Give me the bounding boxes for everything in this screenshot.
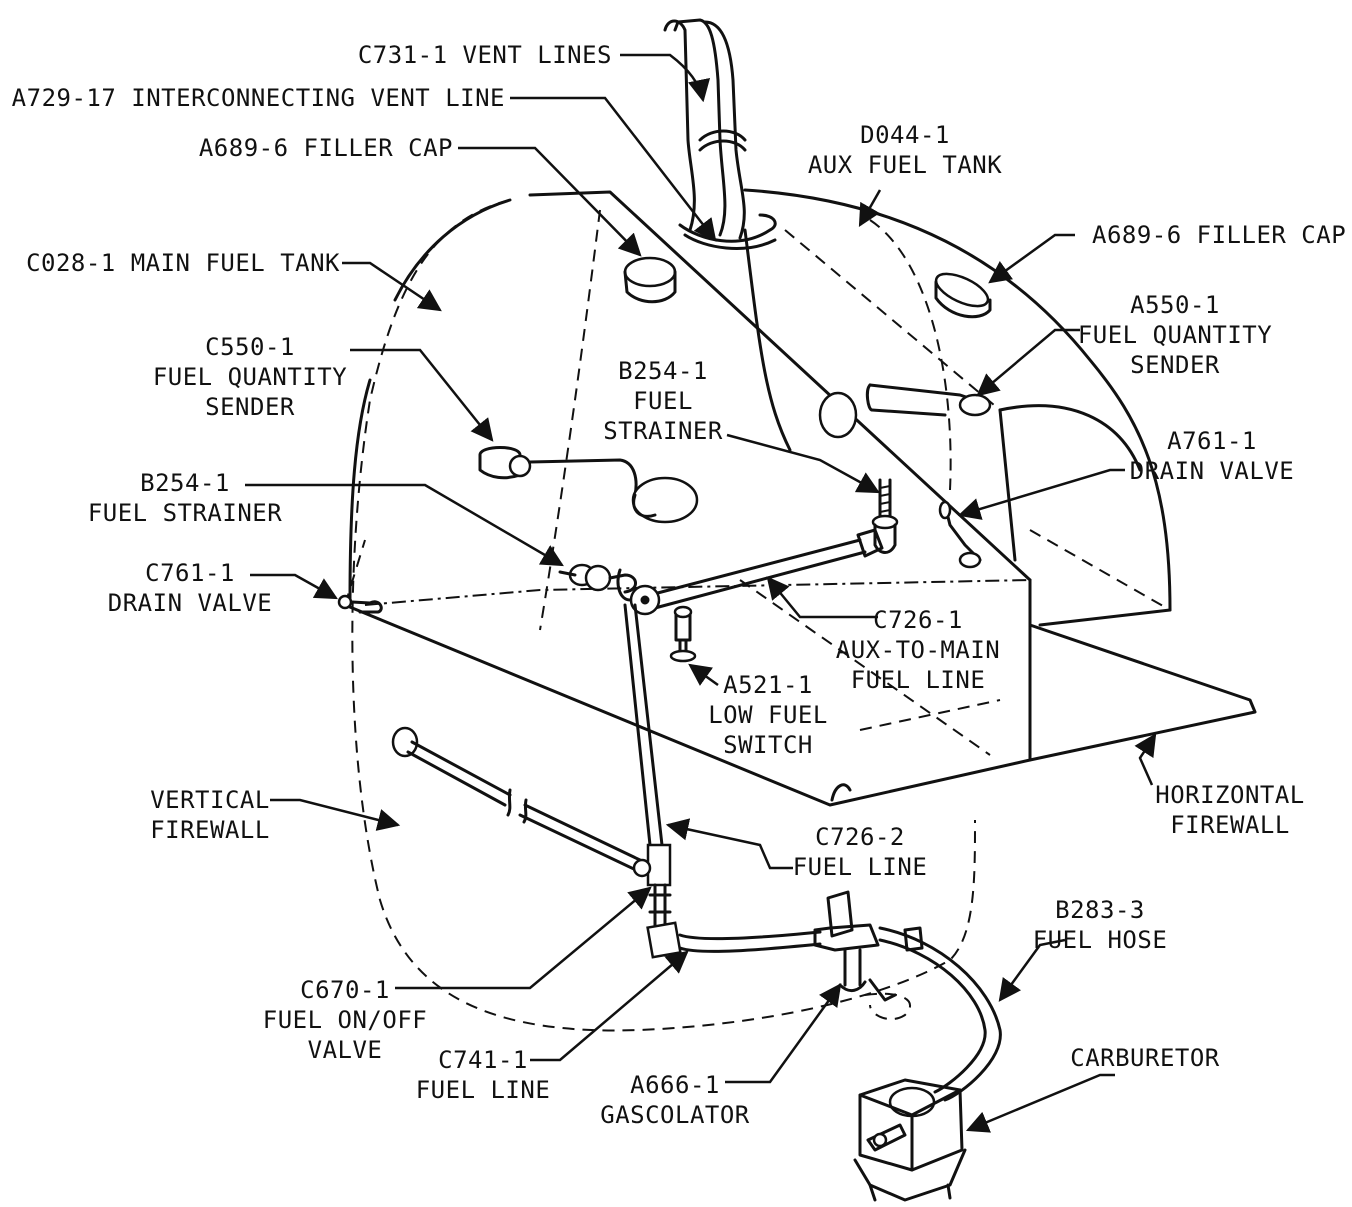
label-fuel-on-off-valve: C670-1 FUEL ON/OFF VALVE [262, 976, 428, 1064]
label-vent-lines: C731-1 VENT LINES [357, 41, 612, 69]
label-vertical-firewall: VERTICAL FIREWALL [150, 786, 270, 844]
fuel-line-c726-2-shape [623, 603, 664, 847]
fuel-quantity-sender-aux-shape [818, 383, 992, 439]
aux-to-main-fuel-line-shape [629, 528, 884, 616]
fuel-strainer-aux-shape [871, 478, 899, 554]
gascolator-shape [813, 890, 912, 1021]
fuel-quantity-sender-main-shape [478, 446, 699, 524]
label-fuel-quantity-sender-aux: A550-1 FUEL QUANTITY SENDER [1077, 291, 1273, 379]
label-low-fuel-switch: A521-1 LOW FUEL SWITCH [708, 671, 828, 759]
filler-cap-main-shape [623, 256, 677, 304]
fuel-strainer-main-shape [558, 563, 637, 602]
label-filler-cap-main: A689-6 FILLER CAP [198, 134, 453, 162]
carburetor-shape [853, 1078, 967, 1202]
vertical-firewall-outline [348, 198, 976, 1032]
label-interconnecting-vent-line: A729-17 INTERCONNECTING VENT LINE [11, 84, 505, 112]
label-fuel-quantity-sender-main: C550-1 FUEL QUANTITY SENDER [152, 333, 348, 421]
label-drain-valve-aux: A761-1 DRAIN VALVE [1129, 427, 1295, 485]
main-fuel-tank-shape [343, 190, 1032, 807]
label-aux-to-main-fuel-line: C726-1 AUX-TO-MAIN FUEL LINE [835, 606, 1001, 694]
label-horizontal-firewall: HORIZONTAL FIREWALL [1155, 781, 1305, 839]
label-main-fuel-tank: C028-1 MAIN FUEL TANK [26, 249, 340, 277]
label-gascolator: A666-1 GASCOLATOR [600, 1071, 750, 1129]
label-drain-valve-main: C761-1 DRAIN VALVE [107, 559, 273, 617]
label-aux-fuel-tank: D044-1 AUX FUEL TANK [807, 121, 1003, 179]
fuel-line-c741-1-shape [646, 921, 822, 959]
label-fuel-strainer-main: B254-1 FUEL STRAINER [87, 469, 283, 527]
vent-lines-shape [663, 18, 777, 250]
label-fuel-line-c726-2: C726-2 FUEL LINE [792, 823, 928, 881]
drain-valve-main-shape [337, 594, 383, 614]
label-filler-cap-aux: A689-6 FILLER CAP [1092, 221, 1347, 249]
fuel-on-off-valve-shape [632, 843, 672, 927]
label-fuel-line-c741-1: C741-1 FUEL LINE [415, 1046, 551, 1104]
leader-lines [245, 53, 1157, 1133]
control-cable-shape [391, 726, 642, 872]
label-fuel-hose: B283-3 FUEL HOSE [1032, 896, 1168, 954]
aux-fuel-tank-shape [743, 188, 1172, 627]
label-fuel-strainer-aux: B254-1 FUEL STRAINER [603, 357, 723, 445]
low-fuel-switch-shape [669, 605, 697, 663]
filler-cap-aux-shape [934, 272, 992, 319]
fuel-hose-shape [878, 926, 1002, 1102]
drain-valve-aux-shape [938, 500, 982, 569]
label-carburetor: CARBURETOR [1070, 1044, 1220, 1072]
